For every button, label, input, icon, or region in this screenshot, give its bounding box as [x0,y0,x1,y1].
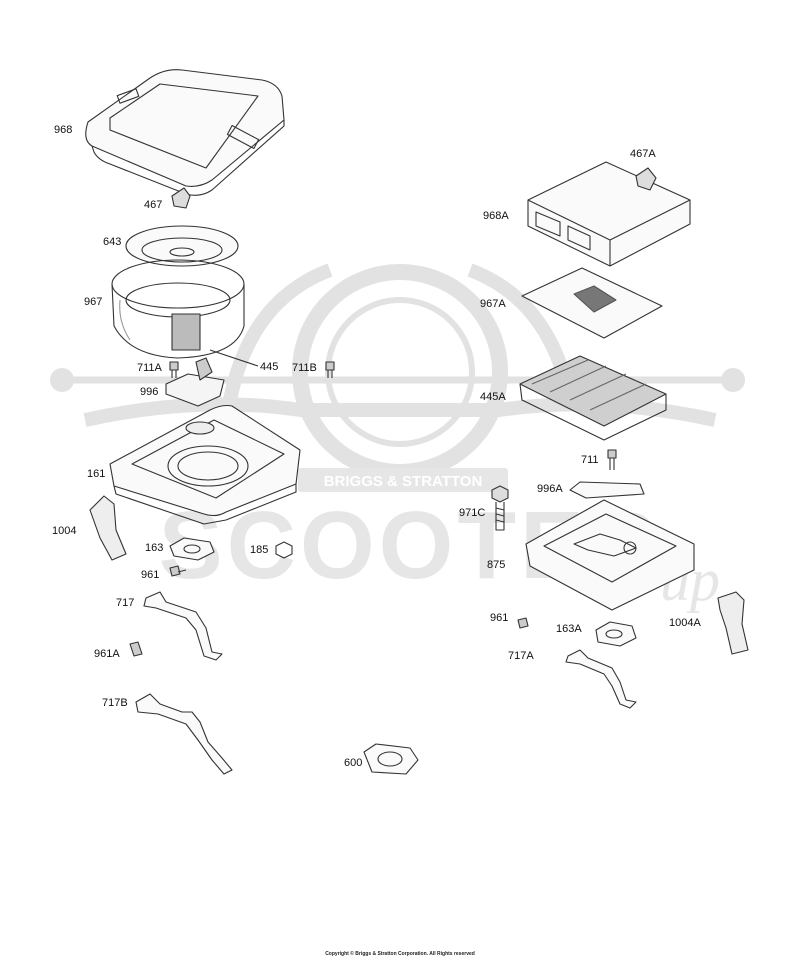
watermark-banner [298,468,508,492]
label-875: 875 [487,559,506,571]
label-1004: 1004 [52,525,77,537]
part-467A-latch [635,167,657,191]
part-961A-screw [129,641,143,657]
part-445A-filter [519,355,667,441]
label-717: 717 [116,597,135,609]
part-1004A-elbow [717,591,749,655]
part-711-screw [607,449,617,470]
label-467: 467 [144,199,163,211]
label-445A: 445A [480,391,506,403]
part-643-filter-top [125,225,239,267]
label-161: 161 [87,468,106,480]
label-717B: 717B [102,697,128,709]
label-711: 711 [581,454,599,466]
label-961A: 961A [94,648,120,660]
part-185-nut [275,541,293,559]
watermark-brand: BRIGGS & STRATTON [324,473,483,490]
part-961-screw-right [517,617,529,629]
part-1004-elbow [89,495,127,561]
label-711B: 711B [292,362,317,374]
part-717A-bracket [565,649,637,709]
label-967A: 967A [480,298,506,310]
part-163A-gasket [595,621,637,647]
label-643: 643 [103,236,122,248]
label-996A: 996A [537,483,563,495]
part-717-bracket [143,591,223,661]
part-711A-screw [169,361,179,378]
label-971C: 971C [459,507,486,519]
part-968-cover [85,69,285,196]
label-961-right: 961 [490,612,509,624]
label-968A: 968A [483,210,509,222]
label-717A: 717A [508,650,534,662]
label-185: 185 [250,544,269,556]
label-467A: 467A [630,148,656,160]
part-717B-bracket [135,693,233,775]
label-1004A: 1004A [669,617,701,629]
part-968A-cover [527,161,691,267]
copyright-notice: Copyright © Briggs & Stratton Corporatio… [325,951,475,957]
label-163A: 163A [556,623,582,635]
part-967-precleaner [111,259,245,359]
part-600-gasket [363,743,419,775]
label-968: 968 [54,124,73,136]
label-961: 961 [141,569,160,581]
label-711A: 711A [137,362,162,374]
leader-445 [209,349,259,367]
label-996: 996 [140,386,159,398]
label-600: 600 [344,757,363,769]
part-961-screw [169,565,187,577]
label-967: 967 [84,296,103,308]
part-163-gasket [169,537,215,561]
label-163: 163 [145,542,164,554]
part-971C-bolt [491,485,509,531]
part-711B-screw [325,361,335,378]
part-875-base [525,499,695,611]
part-967A-pad [521,267,663,339]
label-445: 445 [260,361,279,373]
part-996A-plate [569,481,645,499]
part-467-latch [171,187,191,209]
part-161-base [109,404,301,525]
part-996-plate [165,357,225,407]
